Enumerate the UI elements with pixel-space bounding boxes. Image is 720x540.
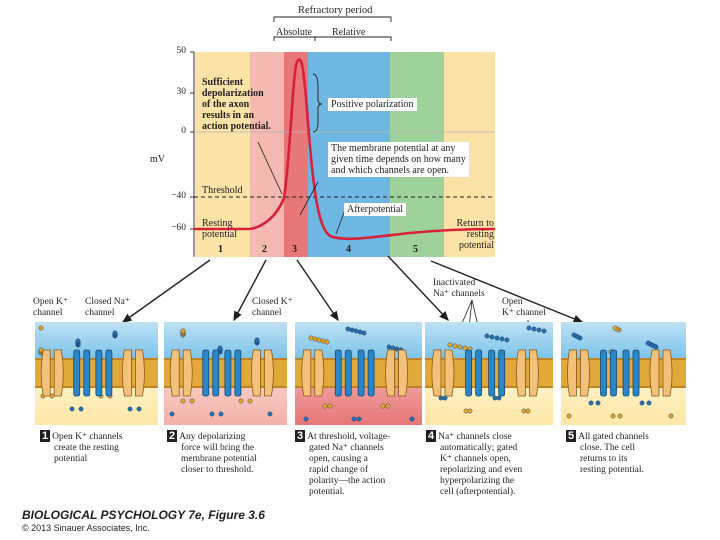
zone-5: 5 xyxy=(413,244,418,255)
action-potential-trace xyxy=(194,58,496,241)
membrane-panel-1 xyxy=(35,322,158,425)
step-badge-2: 2 xyxy=(167,430,178,442)
membrane-potential-note: The membrane potential at any given time… xyxy=(328,142,469,177)
threshold-label: Threshold xyxy=(202,185,243,196)
open-k-channel-callout: Open K⁺channel xyxy=(33,297,68,318)
tick-minus60: −60 xyxy=(171,223,186,233)
absolute-label: Absolute xyxy=(276,27,313,38)
phase-arrows xyxy=(121,255,584,323)
closed-k-channel-callout: Closed K⁺channel xyxy=(252,297,293,318)
closed-na-channel-callout: Closed Na⁺channel xyxy=(85,297,130,318)
membrane-panel-2 xyxy=(164,322,287,425)
tick-50: 50 xyxy=(176,46,187,56)
refractory-period-label: Refractory period xyxy=(298,5,373,16)
return-to-resting-label: Return to resting potential xyxy=(456,218,495,251)
refractory-bracket xyxy=(273,16,392,41)
step-badge-1: 1 xyxy=(40,430,51,442)
polarization-bracket xyxy=(312,73,323,133)
channel-panels xyxy=(35,322,686,425)
zone-1: 1 xyxy=(218,244,223,255)
zone-2: 2 xyxy=(262,244,267,255)
annotation-pointers xyxy=(257,141,346,235)
membrane-panel-4 xyxy=(425,322,553,425)
zone-4: 4 xyxy=(346,244,351,255)
positive-polarization-label: Positive polarization xyxy=(328,98,417,111)
tick-0: 0 xyxy=(181,126,186,136)
afterpotential-label: Afterpotential xyxy=(344,203,407,216)
membrane-panel-5 xyxy=(561,322,686,425)
zone-3: 3 xyxy=(292,244,297,255)
step-badge-4: 4 xyxy=(426,430,437,442)
step-badge-5: 5 xyxy=(566,430,577,442)
tick-minus40: −40 xyxy=(171,191,186,201)
y-axis-label: mV xyxy=(150,154,165,165)
sufficient-depolarization-note: Sufficient depolarization of the axon re… xyxy=(202,77,271,132)
figure-credit-title: BIOLOGICAL PSYCHOLOGY 7e, Figure 3.6 xyxy=(22,508,265,522)
relative-label: Relative xyxy=(332,27,366,38)
figure-credit-copyright: © 2013 Sinauer Associates, Inc. xyxy=(22,523,150,533)
membrane-panel-3 xyxy=(295,322,422,425)
tick-30: 30 xyxy=(176,87,187,97)
resting-potential-label: Resting potential xyxy=(202,218,237,240)
y-axis xyxy=(190,51,195,257)
step-badge-3: 3 xyxy=(295,430,306,442)
